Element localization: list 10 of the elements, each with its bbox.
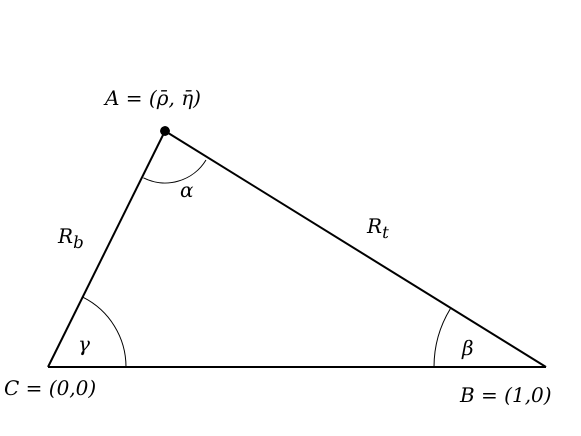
angle-label: α [180,180,194,200]
triangle-side [48,366,546,368]
angle-label: β [462,338,474,358]
side-label: R$_{t}$ [367,216,389,242]
side-label: R$_{b}$ [58,226,84,252]
triangle-side [160,126,547,368]
vertex-label: C = (0,0) [4,367,96,398]
angle-label: γ [78,334,90,354]
vertex-label: B = (1,0) [460,367,552,405]
vertex-label: A = (ρ̄, η̄) [105,88,201,131]
